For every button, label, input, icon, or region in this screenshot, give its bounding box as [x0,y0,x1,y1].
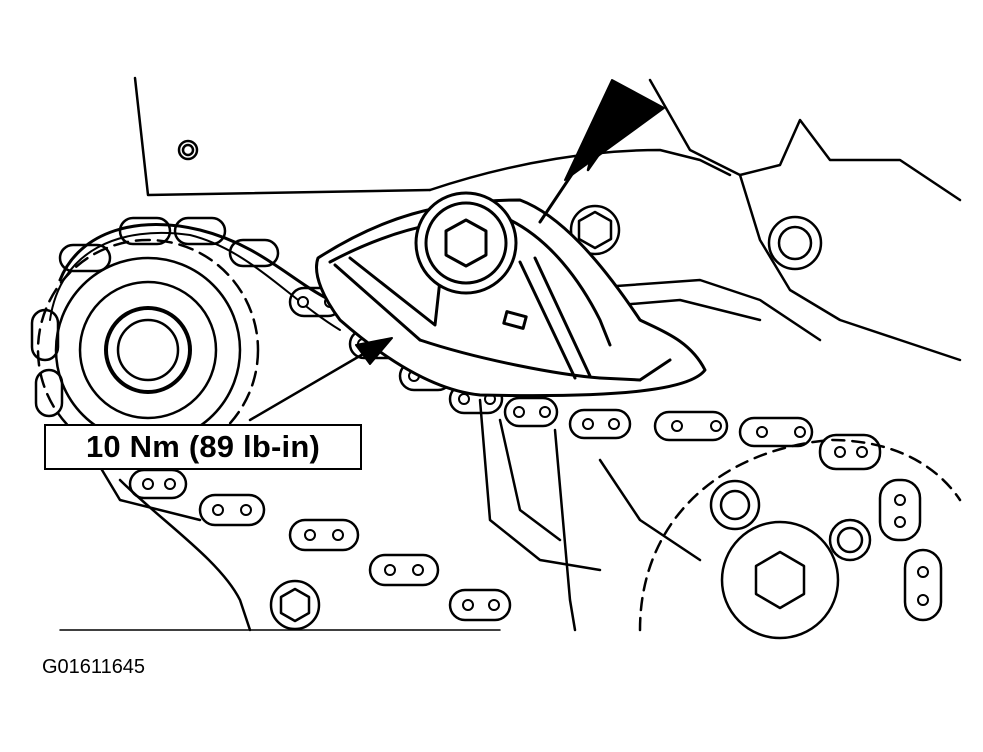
right-sprocket [638,438,962,640]
callout-leader-arrow-icon [248,337,393,422]
chain-tensioner [315,198,707,398]
figure-id: G01611645 [42,656,146,678]
pointer-arrow-icon [538,79,665,224]
tensioner-slot [502,310,528,330]
torque-spec-callout: 10 Nm (89 lb-in) [44,424,362,470]
dowel-hole [177,139,199,161]
housing-bolts [269,204,872,631]
sprocket-hex-bolt [754,550,806,610]
tensioner-bolt-icon [414,191,518,295]
